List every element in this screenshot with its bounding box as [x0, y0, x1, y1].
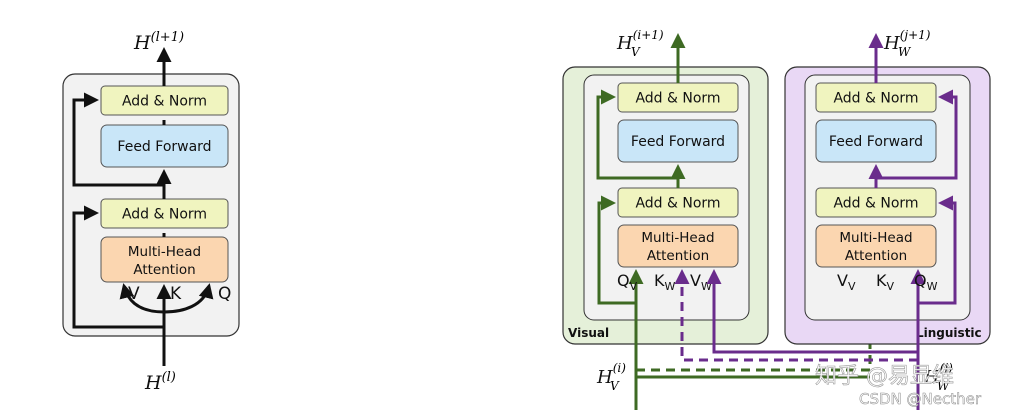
linguistic-input-v: VV — [837, 271, 856, 293]
linguistic-output-label: H(j+1) — [883, 28, 931, 54]
left-add-norm-bottom-label: Add & Norm — [122, 207, 207, 223]
linguistic-stream: Linguistic Add & Norm Feed Forward Add &… — [674, 28, 991, 410]
visual-output-sub: V — [631, 45, 641, 59]
left-input-q: Q — [218, 284, 231, 304]
left-mha-label-line1: Multi-Head — [128, 244, 201, 260]
visual-feed-forward-label: Feed Forward — [631, 134, 725, 150]
watermark-line1: 知乎 @易显维 — [815, 364, 954, 389]
watermark: 知乎 @易显维 CSDN @Necther — [815, 364, 982, 409]
linguistic-add-norm-bottom-label: Add & Norm — [833, 196, 918, 212]
linguistic-output-sub: W — [898, 45, 912, 59]
visual-add-norm-bottom-label: Add & Norm — [635, 196, 720, 212]
visual-mha-label-line2: Attention — [647, 248, 709, 264]
left-transformer-block: Add & Norm Feed Forward Add & Norm Multi… — [62, 30, 240, 394]
visual-input-sub: V — [610, 379, 620, 393]
linguistic-add-norm-top-label: Add & Norm — [833, 91, 918, 107]
linguistic-tag: Linguistic — [916, 326, 982, 340]
watermark-line2: CSDN @Necther — [859, 390, 982, 408]
visual-input-q: QV — [617, 271, 638, 293]
visual-stream: Visual Add & Norm Feed Forward Add & Nor… — [562, 28, 878, 410]
left-mha-label-line2: Attention — [133, 262, 195, 278]
linguistic-input-k: KV — [876, 271, 895, 293]
linguistic-mha-label-line1: Multi-Head — [839, 230, 912, 246]
left-arrows — [72, 47, 214, 366]
linguistic-mha-box — [815, 224, 937, 268]
linguistic-arrows — [674, 33, 958, 410]
linguistic-input-q: QW — [914, 271, 938, 293]
left-input-label: H(l) — [144, 370, 176, 394]
visual-input-v: VW — [690, 271, 712, 293]
left-add-norm-top-label: Add & Norm — [122, 94, 207, 110]
visual-mha-label-line1: Multi-Head — [641, 230, 714, 246]
visual-feed-forward-box — [617, 119, 739, 163]
linguistic-input-sub: W — [937, 379, 951, 393]
linguistic-feed-forward-box — [815, 119, 937, 163]
visual-input-label: H(i) — [596, 361, 626, 388]
visual-output-label: H(i+1) — [616, 28, 664, 54]
linguistic-mha-label-line2: Attention — [845, 248, 907, 264]
linguistic-feed-forward-label: Feed Forward — [829, 134, 923, 150]
left-input-k: K — [170, 284, 182, 304]
visual-tag: Visual — [568, 326, 609, 340]
visual-mha-box — [617, 224, 739, 268]
visual-arrows — [596, 33, 878, 410]
left-input-v: V — [128, 284, 140, 304]
left-feed-forward-label: Feed Forward — [117, 139, 211, 155]
linguistic-input-label: H(j) — [923, 361, 953, 388]
left-output-label: H(l+1) — [133, 30, 184, 54]
visual-input-k: KW — [654, 271, 676, 293]
visual-add-norm-top-label: Add & Norm — [635, 91, 720, 107]
